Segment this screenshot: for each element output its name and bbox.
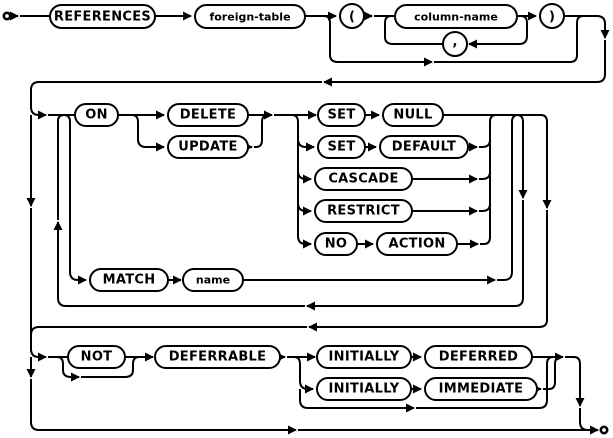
- node-delete: DELETE: [167, 103, 249, 127]
- node-rparen: ): [539, 3, 565, 29]
- node-immediate-label: IMMEDIATE: [439, 382, 524, 397]
- node-column-name-label: column-name: [414, 11, 498, 24]
- edge-loopback-up: [53, 221, 305, 307]
- edge-immediate-up: [543, 356, 562, 390]
- edge-forward-down-b: [538, 210, 548, 328]
- edge-paren-skip-a: [323, 15, 433, 67]
- node-name-label: name: [196, 274, 230, 287]
- node-update: UPDATE: [167, 135, 249, 159]
- node-null: NULL: [382, 103, 444, 127]
- node-deferrable: DEFERRABLE: [154, 345, 281, 369]
- node-action: ACTION: [376, 232, 458, 256]
- edge-comma-loop-out: [384, 15, 443, 45]
- node-foreign-table: foreign-table: [194, 4, 306, 29]
- edge-spine-to-not: [30, 208, 40, 358]
- node-lparen: (: [339, 3, 365, 29]
- node-foreign-table-label: foreign-table: [209, 11, 290, 24]
- edge-match-branch: [63, 114, 87, 285]
- edge-loopback-rejoin: [57, 114, 65, 220]
- edge-branch-initially2: [293, 356, 314, 394]
- node-comma-label: ,: [453, 35, 458, 50]
- node-match: MATCH: [89, 268, 169, 292]
- edge-default-up: [479, 139, 491, 148]
- node-references-label: REFERENCES: [54, 10, 151, 25]
- edge-name-up: [497, 114, 519, 281]
- node-initially-1: INITIALLY: [316, 345, 412, 369]
- node-set-2-label: SET: [327, 140, 355, 155]
- connector-lines: [10, 11, 610, 435]
- edge-left-descent: [30, 81, 322, 116]
- node-match-label: MATCH: [103, 273, 156, 288]
- node-restrict-label: RESTRICT: [327, 204, 400, 219]
- edge-end-down: [565, 356, 585, 407]
- edge-end-corner: [579, 408, 589, 431]
- node-cascade: CASCADE: [314, 167, 413, 191]
- node-set-1: SET: [317, 103, 366, 127]
- node-comma: ,: [442, 31, 468, 57]
- start-bullet: [2, 11, 12, 21]
- edge-branch-set2: [297, 138, 315, 152]
- node-on-label: ON: [85, 108, 108, 123]
- node-deferred-label: DEFERRED: [439, 350, 519, 365]
- node-deferred: DEFERRED: [424, 345, 533, 369]
- node-initially-1-label: INITIALLY: [329, 350, 400, 365]
- node-delete-label: DELETE: [180, 108, 236, 123]
- node-lparen-label: (: [349, 10, 355, 25]
- node-rparen-label: ): [549, 10, 555, 25]
- edge-loopback-down: [514, 200, 524, 307]
- node-null-label: NULL: [393, 108, 432, 123]
- node-set-2: SET: [317, 135, 366, 159]
- node-no: NO: [314, 232, 358, 256]
- node-set-1-label: SET: [327, 108, 355, 123]
- node-not-label: NOT: [81, 350, 113, 365]
- edge-initially-skip-a: [299, 389, 415, 413]
- node-immediate: IMMEDIATE: [424, 377, 538, 401]
- node-no-label: NO: [325, 237, 348, 252]
- edge-row1-down-a: [564, 15, 610, 39]
- edge-forward-merge-left: [30, 326, 307, 336]
- end-bullet: [599, 425, 609, 435]
- node-initially-2-label: INITIALLY: [329, 382, 400, 397]
- node-on: ON: [74, 103, 119, 127]
- edge-branch-restrict: [297, 202, 312, 216]
- edge-spine-to-bottom: [30, 379, 40, 431]
- edge-actions-merge-vertical: [480, 114, 497, 245]
- node-column-name: column-name: [394, 4, 518, 29]
- edge-not-bypass-a: [56, 356, 80, 382]
- node-name: name: [182, 268, 244, 292]
- edge-loopback-branch: [516, 114, 528, 199]
- edge-actions-branch: [291, 114, 312, 249]
- node-not: NOT: [67, 345, 126, 369]
- node-action-label: ACTION: [388, 237, 445, 252]
- edge-branch-cascade: [297, 170, 312, 184]
- edge-restrict-up: [479, 203, 491, 212]
- edge-comma-loop-in: [468, 15, 528, 49]
- edge-row1-down-b: [596, 40, 606, 83]
- node-cascade-label: CASCADE: [328, 172, 398, 187]
- node-initially-2: INITIALLY: [316, 377, 412, 401]
- node-update-label: UPDATE: [178, 140, 237, 155]
- edge-trunk-forward-down: [443, 114, 552, 209]
- node-deferrable-label: DEFERRABLE: [169, 350, 267, 365]
- node-references: REFERENCES: [49, 4, 156, 29]
- node-default: DEFAULT: [379, 135, 469, 159]
- edge-on-to-update: [131, 114, 165, 152]
- node-default-label: DEFAULT: [392, 140, 456, 155]
- node-restrict: RESTRICT: [314, 199, 413, 223]
- edge-cascade-up: [479, 171, 491, 180]
- edge-update-rejoin: [254, 114, 269, 148]
